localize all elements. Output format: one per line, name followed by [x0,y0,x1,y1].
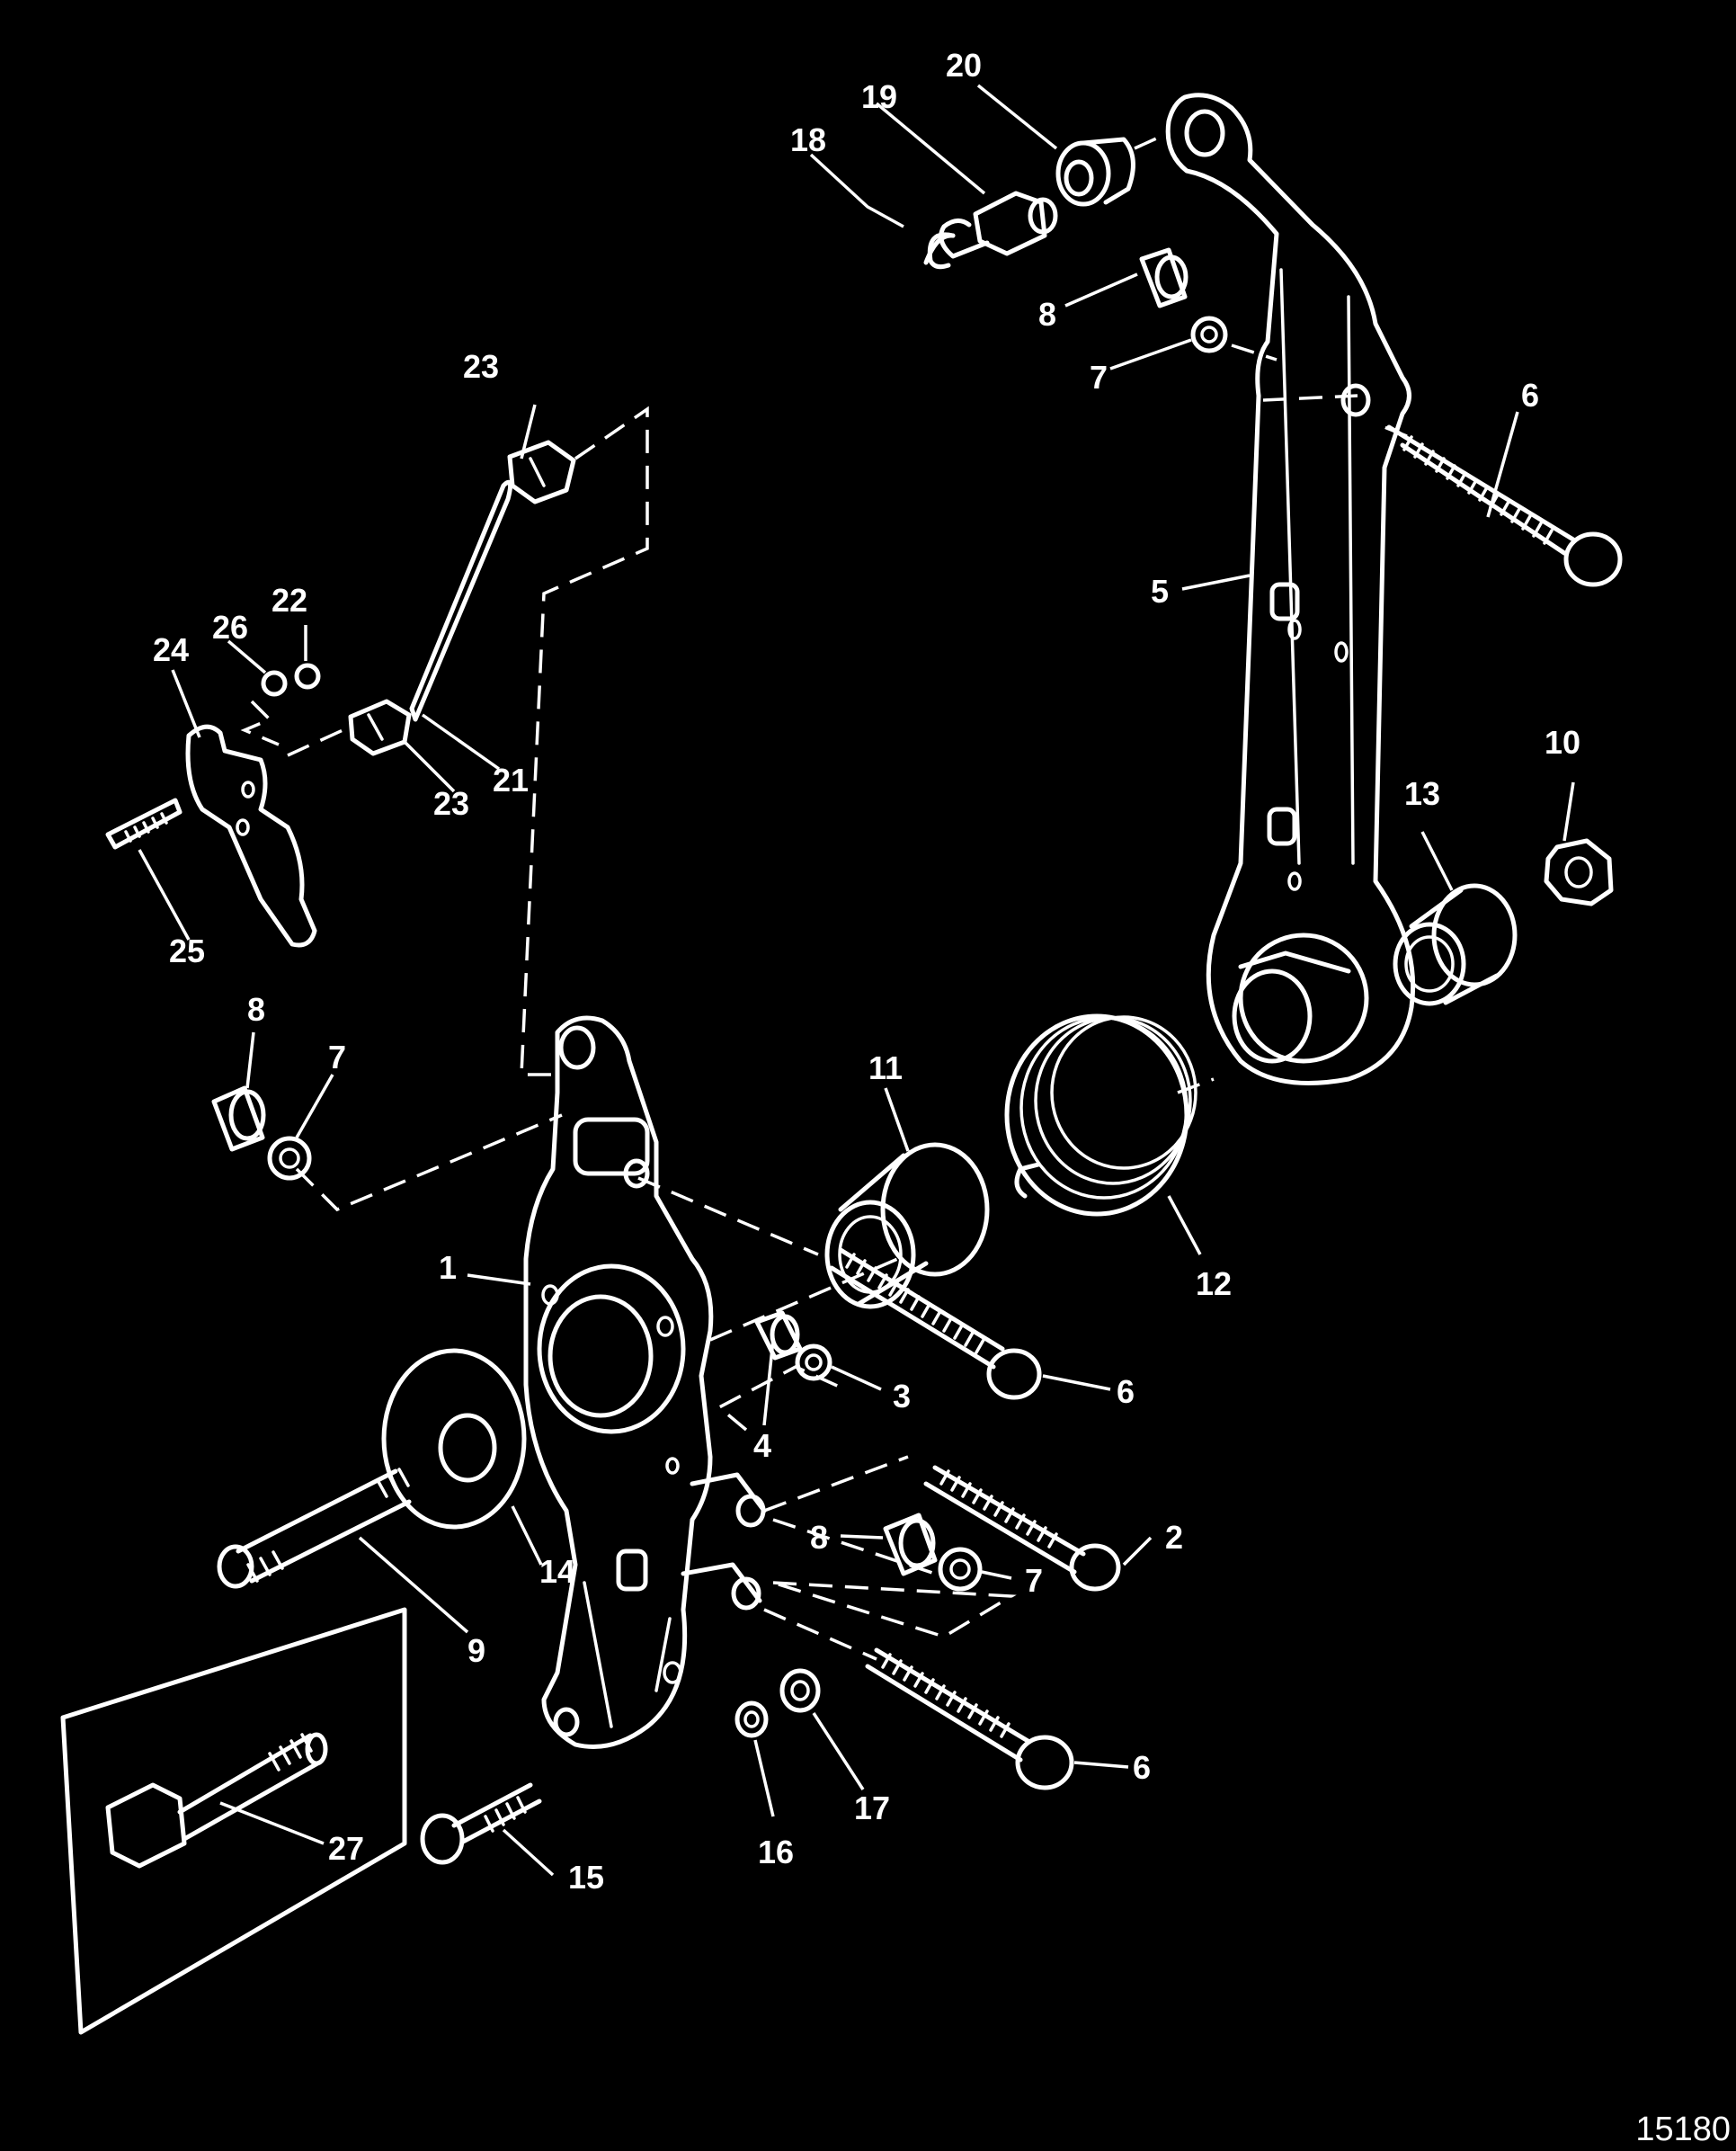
nut-10 [1544,838,1614,906]
bolt-27 [105,1732,328,1869]
figure-number: 15180 [1635,2111,1731,2148]
bushing-20 [1055,137,1135,207]
callout-4: 4 [753,1427,771,1464]
callout-8-mid: 8 [247,991,265,1028]
main-lever-1 [523,1015,767,1749]
fitting-23-mid [348,699,412,756]
bushing-13 [1393,883,1518,1006]
callout-23-mid: 23 [433,785,469,822]
callout-16: 16 [758,1834,794,1870]
rod-18 [923,219,990,270]
sub-lever-24 [105,724,317,948]
callout-9: 9 [467,1632,485,1669]
callout-22: 22 [272,582,307,619]
callout-labels: 20 19 18 8 7 6 5 23 22 26 24 21 23 25 10… [153,47,1580,1896]
callout-7-low: 7 [1025,1562,1043,1599]
callout-6-mid: 6 [1117,1373,1135,1410]
callout-13: 13 [1404,775,1440,812]
callout-7-top: 7 [1090,359,1108,396]
pin-9 [217,1468,412,1589]
callout-2: 2 [1165,1519,1183,1556]
leader-lines [138,84,1575,1877]
callout-25: 25 [169,933,205,969]
fitting-19 [973,191,1058,256]
callout-27: 27 [328,1830,364,1867]
callout-15: 15 [568,1859,604,1896]
callout-19: 19 [861,78,897,115]
callout-17: 17 [854,1790,890,1826]
alt-bolt-box [60,1607,407,2035]
callout-10: 10 [1545,724,1580,761]
callout-3: 3 [893,1378,911,1415]
nut-7-top [1190,316,1228,353]
nut-3 [795,1343,832,1381]
callout-6-low: 6 [1133,1749,1151,1786]
nut-8-mid [211,1085,266,1152]
callout-8-low: 8 [810,1519,828,1556]
screw-6-upper [1386,424,1623,587]
callout-5: 5 [1151,573,1169,610]
callout-7-mid: 7 [328,1039,346,1076]
bushing-11 [824,1142,990,1309]
nut-8-low [883,1513,938,1576]
upper-lever-arm [1165,93,1416,1085]
nut-17 [779,1668,821,1713]
nut-7-low [938,1547,983,1592]
callout-1: 1 [439,1249,457,1286]
callout-8-top: 8 [1038,296,1056,333]
callout-20: 20 [946,47,982,84]
callout-12: 12 [1196,1265,1232,1302]
screw-6-low [865,1647,1074,1790]
callout-18: 18 [790,121,826,158]
link-rod-21 [409,479,513,722]
nuts-26-22 [261,663,321,697]
nut-7-mid [267,1136,312,1181]
callout-23-top: 23 [463,348,499,385]
callout-6-top: 6 [1521,377,1539,414]
callout-11: 11 [868,1049,903,1086]
assembly-lines [240,133,1408,1661]
nut-8-top [1139,247,1188,308]
nut-4 [754,1310,803,1361]
callout-24: 24 [153,631,189,668]
callout-21: 21 [493,762,529,799]
fitting-23-top [507,440,576,504]
callout-26: 26 [212,609,248,646]
screw-2 [923,1465,1121,1592]
washer-16 [734,1700,769,1738]
spring-12 [1004,1013,1197,1217]
screw-6-mid [829,1247,1042,1400]
washer-14 [381,1348,527,1530]
bolt-15 [420,1782,542,1865]
callout-14: 14 [539,1553,575,1590]
